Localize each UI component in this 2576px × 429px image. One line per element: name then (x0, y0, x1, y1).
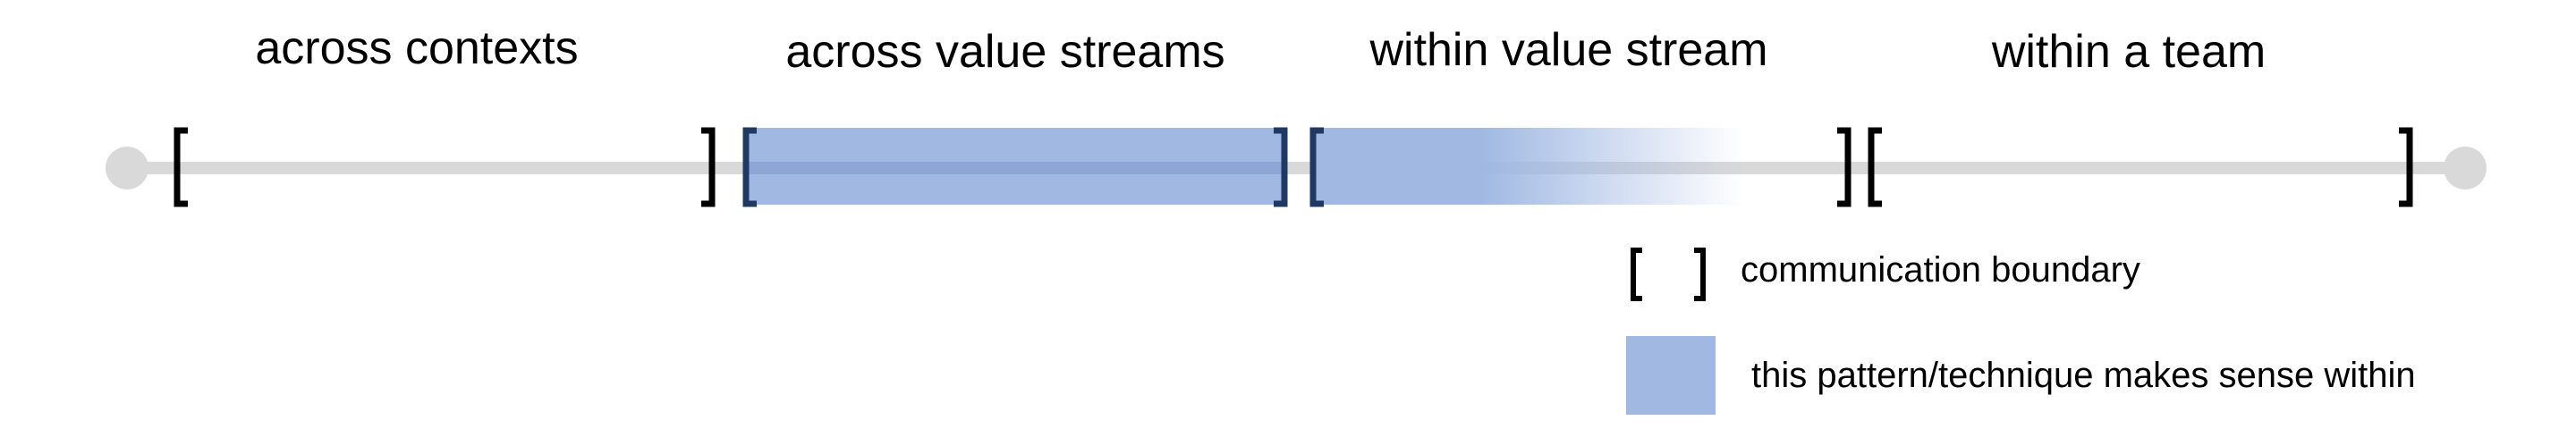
legend-highlight-label: this pattern/technique makes sense withi… (1751, 356, 2416, 395)
bracket-close-within-value-stream (1837, 127, 1852, 207)
axis-end-dot (2444, 147, 2487, 189)
legend-bracket-close (1694, 248, 1706, 301)
segment-label-within-a-team: within a team (1991, 26, 2267, 78)
legend-highlight-swatch (1626, 336, 1716, 415)
bracket-close-across-contexts (701, 127, 716, 207)
bracket-close-within-a-team (2399, 127, 2413, 207)
legend-bracket-open (1631, 248, 1642, 301)
bracket-open-within-a-team (1868, 127, 1882, 207)
bracket-close-across-value-streams (1274, 127, 1288, 207)
bracket-open-within-value-stream (1309, 127, 1324, 207)
segment-label-within-value-stream: within value stream (1369, 24, 1768, 76)
bracket-open-across-contexts (174, 127, 188, 207)
legend-boundary-label: communication boundary (1741, 250, 2140, 290)
segment-label-across-value-streams: across value streams (785, 26, 1225, 78)
segment-label-across-contexts: across contexts (255, 22, 579, 74)
bracket-open-across-value-streams (742, 127, 757, 207)
axis-start-dot (106, 147, 148, 189)
